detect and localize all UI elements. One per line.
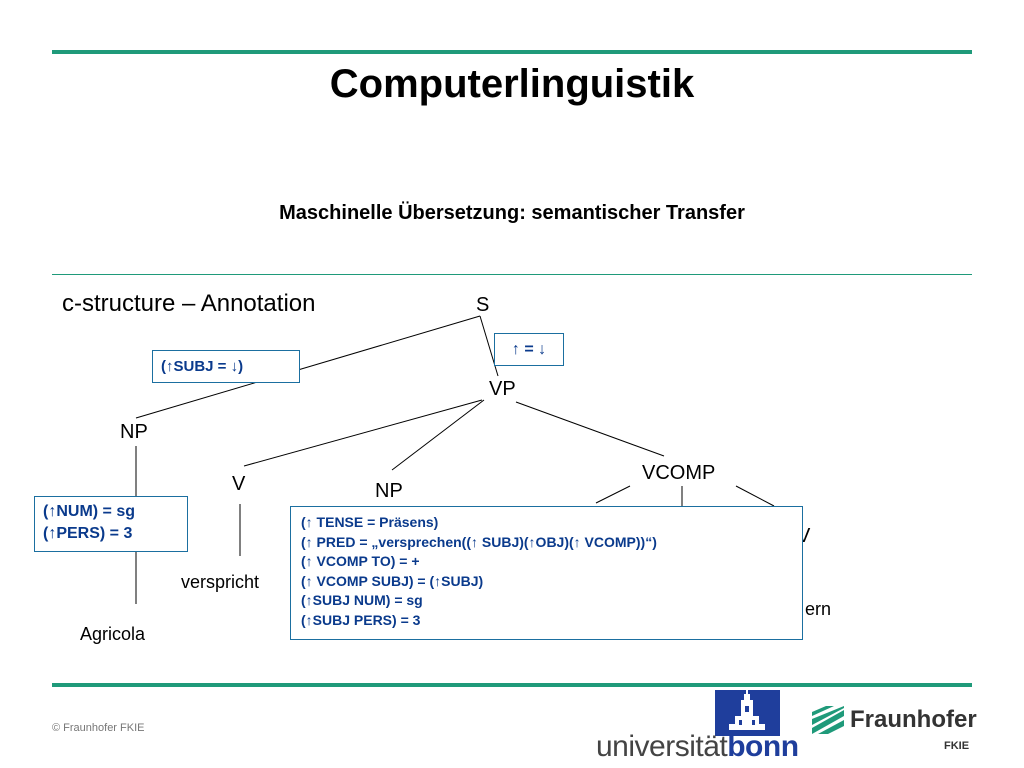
annotation-np-features: (↑NUM) = sg (↑PERS) = 3 bbox=[34, 496, 188, 552]
leaf-verspricht: verspricht bbox=[181, 572, 260, 592]
branch-s-vp bbox=[479, 315, 499, 377]
node-vcomp: VCOMP bbox=[642, 462, 716, 484]
node-s: S bbox=[476, 294, 490, 316]
fraunhofer-name: Fraunhofer bbox=[850, 706, 977, 733]
node-np-subject: NP bbox=[120, 421, 148, 443]
header-divider bbox=[52, 274, 972, 275]
bonn-wordmark-plain: universität bbox=[596, 730, 728, 763]
fraunhofer-mark-icon bbox=[812, 706, 844, 734]
annotation-num: (↑NUM) = sg bbox=[43, 503, 135, 520]
footer-rule bbox=[52, 683, 972, 687]
branch-vp-np bbox=[391, 399, 485, 471]
annotation-subject: (↑SUBJ = ↓) bbox=[152, 350, 300, 383]
node-vp: VP bbox=[489, 378, 516, 400]
branch-vp-v bbox=[243, 399, 483, 467]
leaf-partial: ern bbox=[805, 599, 832, 619]
bonn-logo-emblem bbox=[715, 690, 780, 736]
annotation-pred: (↑ PRED = „versprechen((↑ SUBJ)(↑OBJ)(↑ … bbox=[301, 533, 657, 550]
node-np-object: NP bbox=[375, 480, 403, 502]
annotation-subj-num: (↑SUBJ NUM) = sg bbox=[301, 592, 423, 608]
fraunhofer-institute: FKIE bbox=[944, 740, 970, 752]
annotation-pers: (↑PERS) = 3 bbox=[43, 525, 133, 542]
section-label: c-structure – Annotation bbox=[62, 290, 316, 317]
building-icon bbox=[729, 690, 765, 730]
top-rule bbox=[52, 50, 972, 54]
annotation-tense: (↑ TENSE = Präsens) bbox=[301, 514, 439, 530]
annotation-vcomp-to: (↑ VCOMP TO) = + bbox=[301, 553, 420, 569]
fraunhofer-logo: Fraunhofer FKIE bbox=[810, 700, 980, 760]
page-subtitle: Maschinelle Übersetzung: semantischer Tr… bbox=[279, 202, 745, 224]
page-title: Computerlinguistik bbox=[329, 62, 695, 106]
annotation-vcomp-subj: (↑ VCOMP SUBJ) = (↑SUBJ) bbox=[301, 572, 484, 589]
annotation-verb-lexicon: (↑ TENSE = Präsens) (↑ PRED = „versprech… bbox=[290, 506, 803, 640]
annotation-up-equals-down: ↑ = ↓ bbox=[494, 333, 564, 366]
bonn-wordmark-bold: bonn bbox=[727, 730, 799, 763]
branch-s-np bbox=[135, 315, 481, 419]
copyright-notice: © Fraunhofer FKIE bbox=[52, 722, 145, 734]
branch-vp-vcomp bbox=[515, 401, 665, 457]
branch-vcomp-right bbox=[735, 485, 775, 507]
annotation-subj-pers: (↑SUBJ PERS) = 3 bbox=[301, 611, 421, 628]
leaf-agricola: Agricola bbox=[80, 624, 146, 644]
bonn-logo-wordmark: universitätbonn bbox=[596, 730, 799, 764]
node-v: V bbox=[232, 473, 246, 495]
branch-vcomp-left bbox=[595, 485, 631, 504]
university-bonn-logo: universitätbonn bbox=[596, 690, 799, 763]
